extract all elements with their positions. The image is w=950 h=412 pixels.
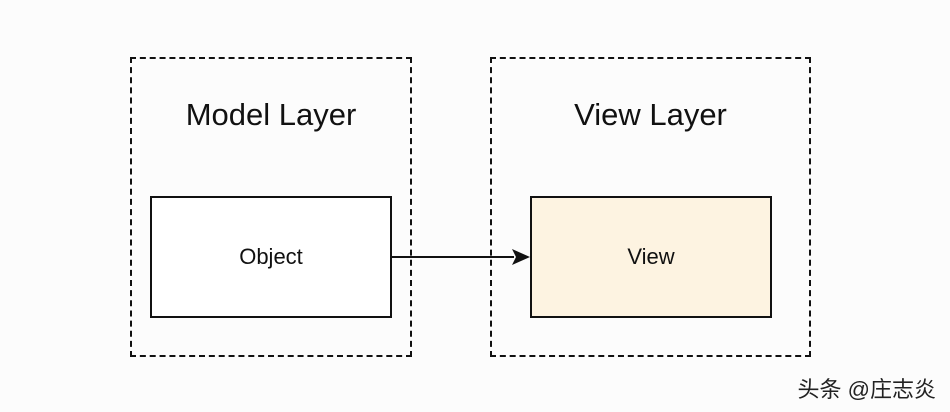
object-node: Object — [150, 196, 392, 318]
view-layer-box: View Layer — [490, 57, 811, 357]
view-node: View — [530, 196, 772, 318]
view-layer-title: View Layer — [574, 97, 727, 132]
object-node-label: Object — [239, 244, 303, 269]
view-node-label: View — [627, 244, 675, 269]
model-layer-box: Model Layer — [130, 57, 412, 357]
model-layer-title: Model Layer — [185, 97, 357, 132]
watermark-text: 头条 @庄志炎 — [797, 377, 936, 402]
